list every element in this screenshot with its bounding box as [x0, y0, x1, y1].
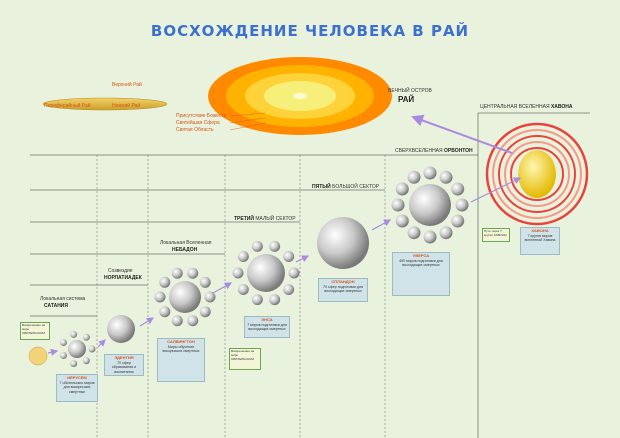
- satellite-sphere: [232, 267, 244, 279]
- holy-area-label: Святая Область: [176, 127, 214, 133]
- headquarters-sphere: [107, 315, 135, 343]
- satellite-sphere: [154, 291, 166, 303]
- satellite-sphere: [171, 315, 183, 327]
- satellite-sphere: [423, 230, 437, 244]
- level-3-caption: Локальная Вселенная: [160, 240, 212, 246]
- satellite-sphere: [451, 182, 465, 196]
- satellite-sphere: [439, 226, 453, 240]
- level-4-label: ТРЕТИЙ МАЛЫЙ СЕКТОР: [234, 216, 296, 222]
- havona-rings: [485, 122, 589, 226]
- sphere-cluster-5: [317, 217, 369, 269]
- satellite-sphere: [407, 226, 421, 240]
- satellite-sphere: [82, 333, 90, 341]
- satellite-sphere: [251, 294, 263, 306]
- deity-presence-label: Присутствие Божеств: [176, 113, 227, 119]
- satellite-sphere: [187, 315, 199, 327]
- satellite-sphere: [451, 214, 465, 228]
- satellite-sphere: [171, 267, 183, 279]
- havona-info-box: ХАВОНА 7 кругов миров вселенной Хавона: [520, 227, 560, 255]
- staircase-lines: [30, 112, 590, 438]
- satellite-sphere: [395, 214, 409, 228]
- headquarters-sphere: [317, 217, 369, 269]
- satellite-sphere: [59, 352, 67, 360]
- sphere-cluster-3: [154, 267, 216, 327]
- satellite-sphere: [269, 294, 281, 306]
- havona-core: [518, 150, 556, 198]
- sphere-cluster-4: [232, 240, 300, 306]
- central-universe-caption: ЦЕНТРАЛЬНАЯ ВСЕЛЕННАЯ ХАВОНА: [480, 104, 573, 110]
- headquarters-sphere: [169, 281, 201, 313]
- headquarters-sphere: [68, 340, 86, 358]
- level-1-name: САТАНИЯ: [44, 303, 68, 309]
- satellite-sphere: [391, 198, 405, 212]
- satellite-sphere: [199, 306, 211, 318]
- satellite-sphere: [283, 283, 295, 295]
- satellite-sphere: [455, 198, 469, 212]
- satellite-sphere: [70, 330, 78, 338]
- urantia-planet: [28, 346, 48, 366]
- ascension-arrows: [47, 114, 522, 356]
- sphere-cluster-6: [391, 166, 469, 244]
- satellite-sphere: [395, 182, 409, 196]
- satellite-sphere: [283, 251, 295, 263]
- satellite-sphere: [439, 170, 453, 184]
- headquarters-sphere: [409, 184, 451, 226]
- havona-note: Путь через 7 кругов ХАВОНЫ: [482, 228, 510, 242]
- satellite-sphere: [407, 170, 421, 184]
- page-title: ВОСХОЖДЕНИЕ ЧЕЛОВЕКА В РАЙ: [150, 22, 470, 40]
- upper-paradise-label: Верхний Рай: [112, 82, 142, 88]
- satellite-sphere: [70, 360, 78, 368]
- satellite-sphere: [82, 357, 90, 365]
- satellite-sphere: [288, 267, 300, 279]
- satellite-sphere: [237, 251, 249, 263]
- satellite-sphere: [88, 345, 96, 353]
- level-1-caption: Локальная система: [40, 296, 86, 302]
- level-1-note: Воскрешение на мире ОБИТЕЛЬСКОМ: [20, 322, 50, 340]
- eternal-isle-name: РАЙ: [398, 95, 415, 104]
- headquarters-sphere: [247, 254, 285, 292]
- satellite-sphere: [269, 240, 281, 252]
- lower-paradise-label: Нижний Рай: [112, 103, 141, 109]
- satellite-sphere: [199, 276, 211, 288]
- satellite-sphere: [159, 306, 171, 318]
- level-2-name: НОРЛАТИАДЕК: [104, 275, 142, 281]
- satellite-sphere: [187, 267, 199, 279]
- level-3-note: Воскрешение на мире ОБИТЕЛЬСКОМ: [229, 348, 261, 370]
- peripheral-paradise-label: Периферийный Рай: [44, 103, 91, 109]
- sphere-cluster-2: [107, 315, 135, 343]
- sphere-cluster-1: [59, 330, 96, 368]
- satellite-sphere: [423, 166, 437, 180]
- level-2-caption: Созвездие: [108, 268, 133, 274]
- satellite-sphere: [159, 276, 171, 288]
- level-5-label: ПЯТЫЙ БОЛЬШОЙ СЕКТОР: [312, 184, 380, 190]
- eternal-isle-caption: ВЕЧНЫЙ ОСТРОВ: [388, 88, 432, 94]
- satellite-sphere: [59, 338, 67, 346]
- paradise-center: [293, 93, 307, 99]
- satellite-sphere: [251, 240, 263, 252]
- satellite-sphere: [237, 283, 249, 295]
- peripheral-paradise-disc: [42, 97, 168, 111]
- holiest-sphere-label: Святейшая Сфера: [176, 120, 220, 126]
- level-6-label: СВЕРХВСЕЛЕННАЯ ОРВОНТОН: [395, 148, 473, 154]
- level-3-name: НЕБАДОН: [172, 247, 198, 253]
- satellite-sphere: [204, 291, 216, 303]
